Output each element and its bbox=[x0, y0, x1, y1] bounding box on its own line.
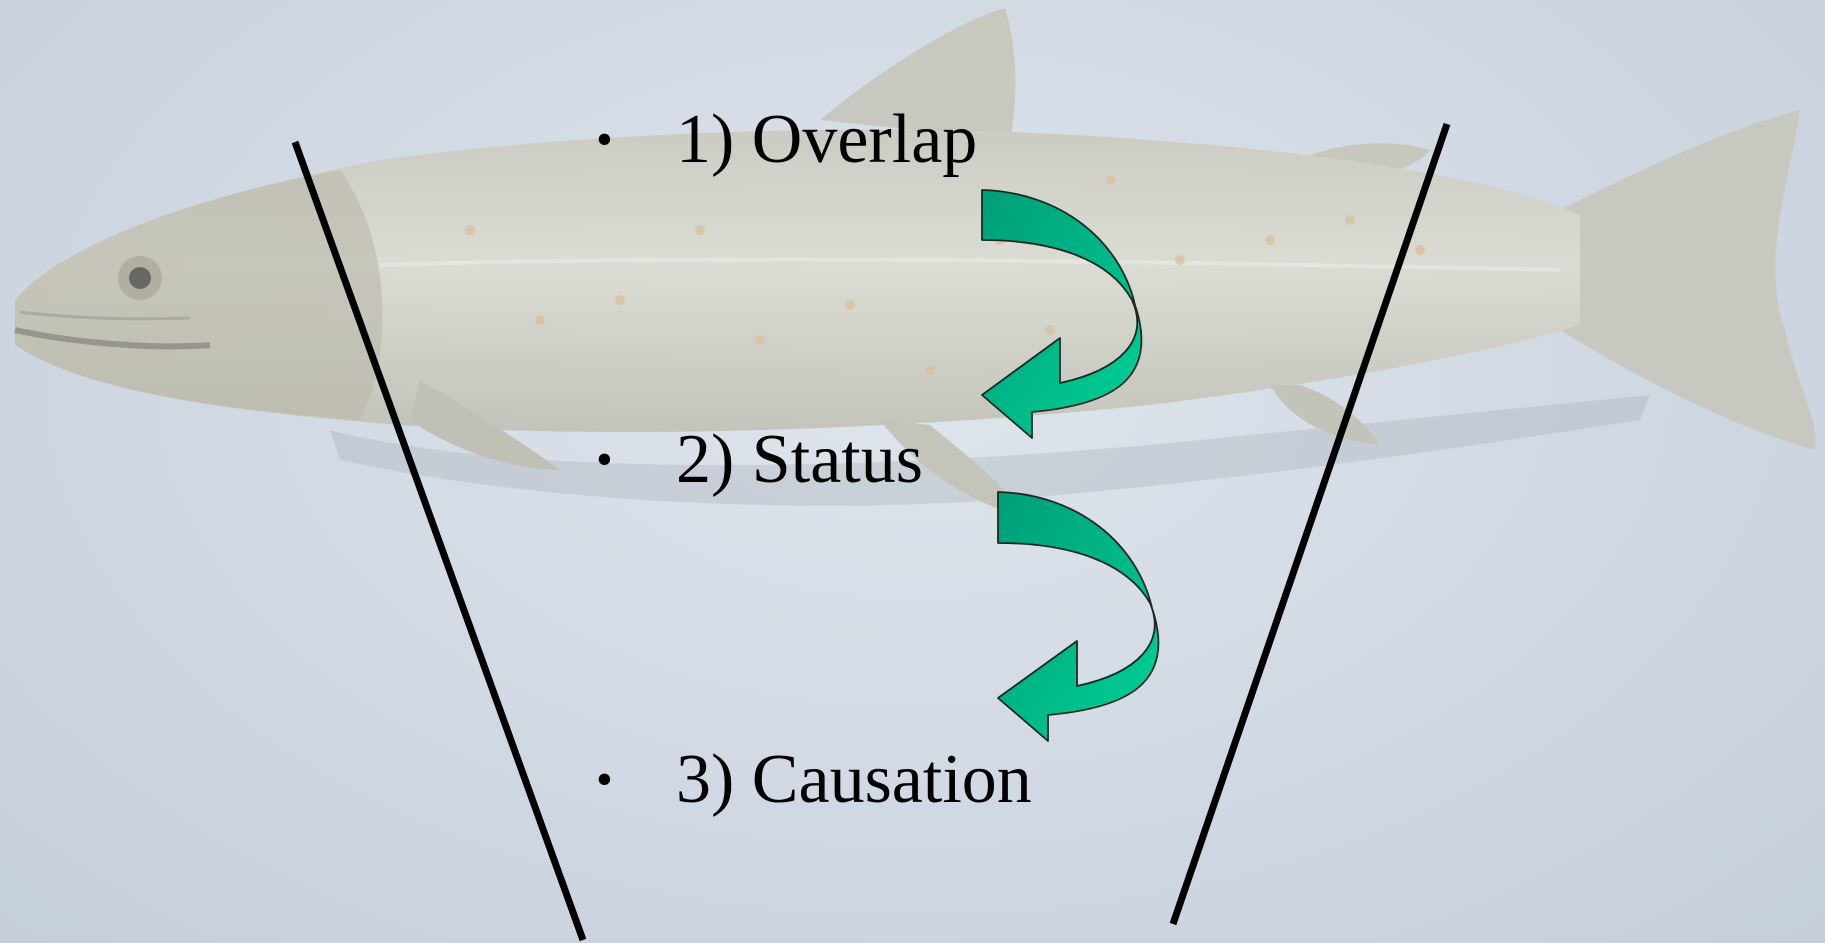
curved-arrow-icon bbox=[998, 492, 1158, 741]
bullet-item-status: •2) Status bbox=[596, 425, 923, 495]
bullet-label: 2) Status bbox=[676, 421, 923, 498]
bullet-item-overlap: •1) Overlap bbox=[596, 105, 977, 175]
bullet-marker: • bbox=[596, 116, 676, 164]
bullet-label: 3) Causation bbox=[676, 741, 1032, 818]
bullet-marker: • bbox=[596, 436, 676, 484]
bullet-label: 1) Overlap bbox=[676, 101, 977, 178]
bullet-item-causation: •3) Causation bbox=[596, 745, 1032, 815]
bullet-marker: • bbox=[596, 756, 676, 804]
